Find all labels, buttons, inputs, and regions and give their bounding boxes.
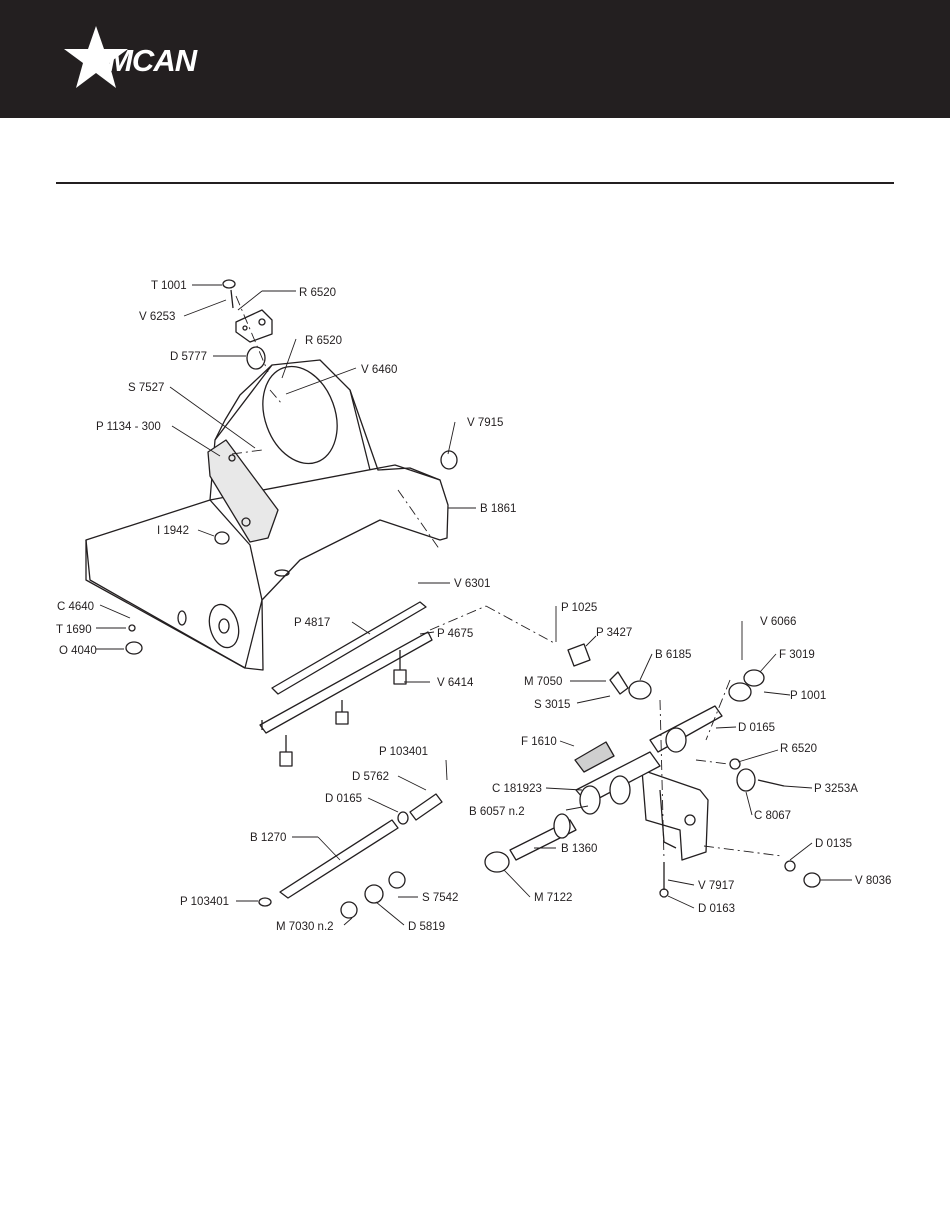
rails-p4817-p4675 [259,601,433,767]
label-s7542: S 7542 [422,892,458,904]
label-p3253a: P 3253A [814,783,858,795]
label-f1610: F 1610 [521,736,557,748]
label-r6520-right: R 6520 [780,743,817,755]
label-d0165-left: D 0165 [325,793,362,805]
label-p1134: P 1134 - 300 [96,421,161,433]
label-s3015: S 3015 [534,699,570,711]
label-p3427: P 3427 [596,627,632,639]
label-t1001: T 1001 [151,280,187,292]
brand-name: OMCAN [84,43,197,78]
label-p4675: P 4675 [437,628,473,640]
label-b6185: B 6185 [655,649,691,661]
header-divider [56,182,894,184]
assembly-axes [231,295,783,861]
leader-lines [96,284,852,926]
label-v7917: V 7917 [698,880,734,892]
header-bar: OMCAN [0,0,950,118]
label-v6253: V 6253 [139,311,175,323]
label-r6520-mid: R 6520 [305,335,342,347]
carriage-frame [509,705,723,861]
label-p103401-top: P 103401 [379,746,428,758]
label-c8067: C 8067 [754,810,791,822]
label-b6057: B 6057 n.2 [469,806,525,818]
label-b1270: B 1270 [250,832,286,844]
label-d0165-right: D 0165 [738,722,775,734]
omcan-star-logo-icon [64,26,128,88]
label-c181923: C 181923 [492,783,542,795]
label-b1861: B 1861 [480,503,516,515]
label-d0135: D 0135 [815,838,852,850]
label-v6460: V 6460 [361,364,397,376]
label-f3019: F 3019 [779,649,815,661]
side-plate-p1134 [207,439,279,543]
label-b1360: B 1360 [561,843,597,855]
label-p1025: P 1025 [561,602,597,614]
label-r6520-top: R 6520 [299,287,336,299]
label-v7915: V 7915 [467,417,503,429]
label-d5762: D 5762 [352,771,389,783]
label-t1690: T 1690 [56,624,92,636]
label-m7122: M 7122 [534,892,572,904]
label-v8036: V 8036 [855,875,891,887]
label-m7030: M 7030 n.2 [276,921,334,933]
label-s7527: S 7527 [128,382,164,394]
label-o4040: O 4040 [59,645,97,657]
label-d0163: D 0163 [698,903,735,915]
label-d5777: D 5777 [170,351,207,363]
part-labels: T 1001 R 6520 V 6253 R 6520 D 5777 V 646… [56,280,891,933]
label-p1001: P 1001 [790,690,826,702]
label-v6414: V 6414 [437,677,474,689]
label-p103401-bottom: P 103401 [180,896,229,908]
label-v6066: V 6066 [760,616,796,628]
label-d5819: D 5819 [408,921,445,933]
label-v6301: V 6301 [454,578,490,590]
label-m7050: M 7050 [524,676,562,688]
label-p4817: P 4817 [294,617,330,629]
label-i1942: I 1942 [157,525,189,537]
label-c4640: C 4640 [57,601,94,613]
